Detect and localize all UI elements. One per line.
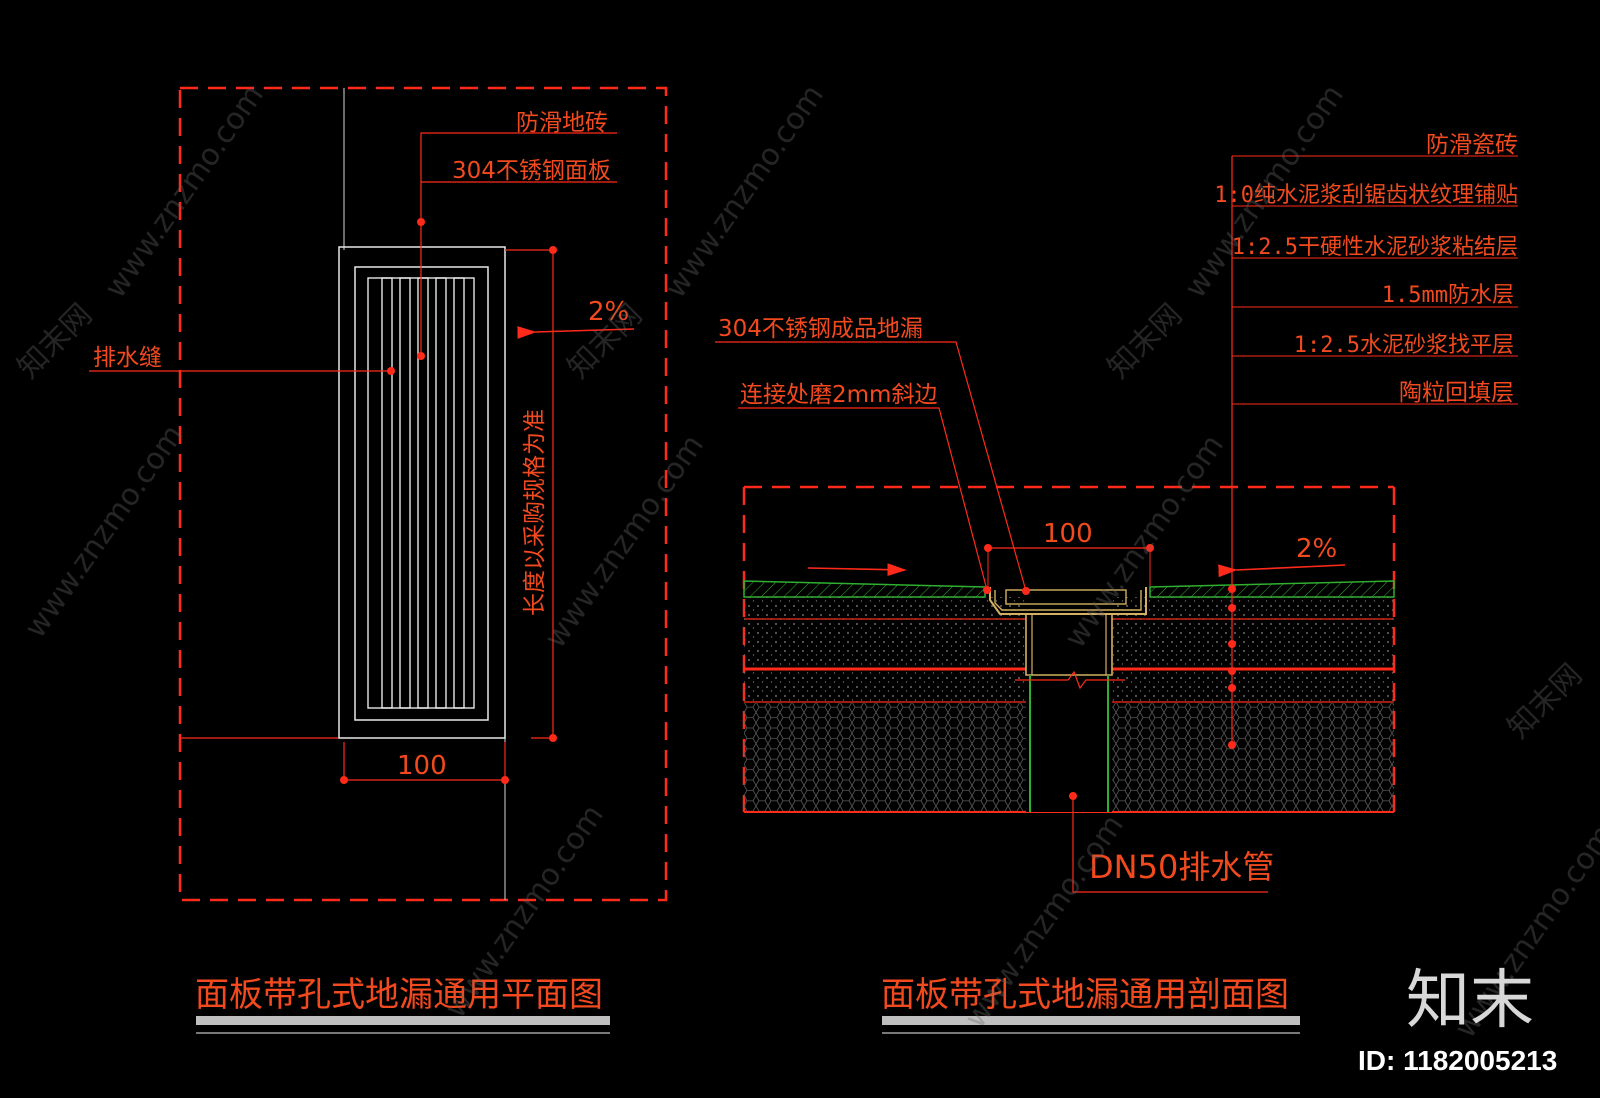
label-bevel: 连接处磨2mm斜边 bbox=[740, 382, 937, 408]
label-steel-panel: 304不锈钢面板 bbox=[452, 158, 611, 184]
drain-body bbox=[989, 587, 1147, 812]
watermark-brand: 知末网 bbox=[1101, 297, 1189, 385]
label-anti-slip-tile: 防滑地砖 bbox=[516, 110, 608, 136]
watermark-text: www.znzmo.com bbox=[538, 428, 711, 654]
layer-label-4: 1.5mm防水层 bbox=[1382, 283, 1514, 308]
layer-label-3: 1:2.5干硬性水泥砂浆粘结层 bbox=[1232, 235, 1518, 260]
watermark-text: www.znzmo.com bbox=[18, 418, 191, 644]
section-title-underline bbox=[882, 1016, 1300, 1025]
label-plan-width: 100 bbox=[397, 751, 447, 781]
layer-label-2: 1:0纯水泥浆刮锯齿状纹理铺贴 bbox=[1214, 183, 1518, 208]
tile-layer-right bbox=[1149, 580, 1395, 598]
tile-layer-left bbox=[743, 580, 986, 598]
watermark-text: www.znzmo.com bbox=[98, 78, 271, 304]
watermark-brand: 知末网 bbox=[11, 297, 99, 385]
label-section-width: 100 bbox=[1043, 519, 1093, 549]
layer-leader-dots bbox=[1228, 585, 1236, 749]
layer-label-6: 陶粒回填层 bbox=[1399, 380, 1514, 406]
label-plan-slope: 2% bbox=[588, 297, 629, 327]
watermark-brand: 知末网 bbox=[1501, 657, 1589, 745]
drain-panel-outer bbox=[338, 246, 506, 739]
section-view: 防滑瓷砖 1:0纯水泥浆刮锯齿状纹理铺贴 1:2.5干硬性水泥砂浆粘结层 1.5… bbox=[715, 132, 1518, 1034]
label-length-note: 长度以采购规格为准 bbox=[522, 409, 548, 616]
label-drain-slot: 排水缝 bbox=[93, 345, 162, 371]
plan-view: 防滑地砖 304不锈钢面板 排水缝 2% 长度以采购规格为准 100 面板带孔式… bbox=[89, 86, 668, 1034]
plan-boundary bbox=[178, 86, 668, 902]
layer-label-5: 1:2.5水泥砂浆找平层 bbox=[1294, 333, 1514, 358]
plan-title: 面板带孔式地漏通用平面图 bbox=[195, 975, 603, 1015]
label-drain-product: 304不锈钢成品地漏 bbox=[718, 316, 923, 342]
label-pipe: DN50排水管 bbox=[1089, 848, 1274, 886]
layer-label-1: 防滑瓷砖 bbox=[1426, 132, 1518, 158]
plan-title-underline bbox=[196, 1016, 610, 1025]
section-title: 面板带孔式地漏通用剖面图 bbox=[881, 975, 1289, 1015]
brand-logo: 知末 bbox=[1406, 964, 1534, 1038]
label-section-slope: 2% bbox=[1296, 534, 1337, 564]
brand-id: ID: 1182005213 bbox=[1358, 1045, 1557, 1076]
drain-slots bbox=[367, 277, 475, 709]
watermark-text: www.znzmo.com bbox=[658, 78, 831, 304]
